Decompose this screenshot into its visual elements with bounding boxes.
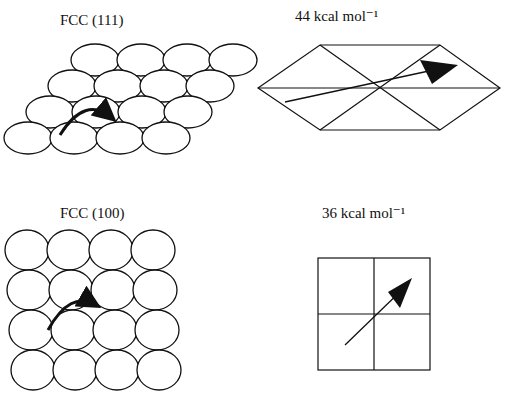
fcc100-spheres bbox=[5, 230, 181, 390]
sphere bbox=[50, 122, 98, 154]
sphere bbox=[133, 270, 177, 310]
energy-label: 44 kcal mol⁻¹ bbox=[295, 8, 378, 25]
sphere bbox=[53, 350, 97, 390]
energy-label: 36 kcal mol⁻¹ bbox=[322, 205, 405, 222]
sphere bbox=[93, 310, 137, 350]
surface-label: FCC (100) bbox=[60, 205, 125, 222]
fcc111-spheres bbox=[4, 44, 257, 154]
sphere bbox=[137, 350, 181, 390]
sphere bbox=[9, 310, 53, 350]
sphere bbox=[131, 230, 175, 270]
sphere bbox=[5, 230, 49, 270]
hop-arrow bbox=[48, 301, 96, 330]
sphere bbox=[4, 122, 52, 154]
sphere bbox=[7, 270, 51, 310]
hop-arrow bbox=[60, 110, 112, 135]
sphere bbox=[96, 122, 144, 154]
triangular-lattice bbox=[258, 45, 500, 130]
sphere bbox=[47, 230, 91, 270]
sphere bbox=[91, 270, 135, 310]
sphere bbox=[95, 350, 139, 390]
sphere bbox=[11, 350, 55, 390]
sphere bbox=[135, 310, 179, 350]
arrowhead bbox=[388, 278, 412, 308]
sphere bbox=[142, 122, 190, 154]
sphere bbox=[89, 230, 133, 270]
arrowhead bbox=[420, 60, 458, 84]
surface-label: FCC (111) bbox=[60, 12, 123, 29]
square-lattice bbox=[318, 258, 430, 370]
